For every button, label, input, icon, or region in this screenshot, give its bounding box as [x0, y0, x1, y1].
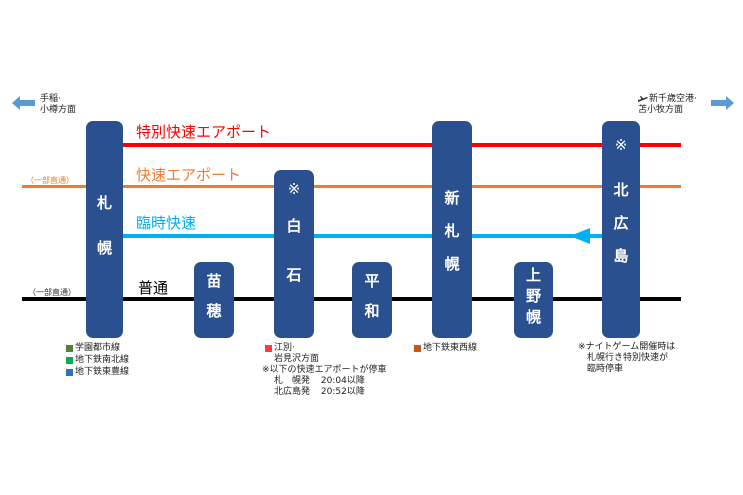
- departure-station: 北広島発: [274, 387, 311, 397]
- station-char: 札: [96, 194, 112, 212]
- shin-sapporo-notes: 地下鉄東西線: [414, 342, 477, 354]
- rapid-airport-line: [22, 185, 681, 188]
- legend-swatch: [66, 368, 73, 376]
- rapid-stop-row-2: 北広島発 20:52以降: [265, 387, 387, 398]
- station-char: 広: [613, 214, 629, 232]
- note-mark-icon: ※: [287, 180, 301, 198]
- station-char: 上: [525, 266, 541, 284]
- station-shiroishi[interactable]: ※ 白 石: [274, 170, 314, 338]
- legend-label: 地下鉄南北線: [75, 355, 130, 365]
- legend-swatch: [66, 356, 73, 364]
- station-char: 野: [525, 287, 541, 305]
- rapid-stop-row-1: 札 幌発 20:04以降: [265, 376, 387, 387]
- legend-toho-line: 地下鉄東豊線: [66, 366, 129, 378]
- legend-label: 地下鉄東西線: [423, 343, 478, 353]
- legend-swatch: [414, 344, 421, 352]
- station-heiwa[interactable]: 平 和: [352, 262, 392, 338]
- station-kami-nopporo[interactable]: 上 野 幌: [514, 262, 553, 338]
- night-game-note-line2: 札幌行き特別快速が: [587, 353, 669, 363]
- legend-tozai-line: 地下鉄東西線: [414, 342, 477, 354]
- extra-rapid-label: 臨時快速: [136, 214, 197, 232]
- station-char: 幌: [444, 255, 460, 273]
- right-direction-line2: 苫小牧方面: [638, 105, 684, 115]
- local-partial-through-label: （一部直通）: [28, 288, 76, 297]
- legend-label: 地下鉄東豊線: [75, 367, 130, 377]
- station-char: 石: [286, 266, 302, 284]
- station-kitahiroshima[interactable]: ※ 北 広 島: [602, 121, 640, 338]
- left-direction-label: 手稲· 小樽方面: [40, 94, 76, 116]
- left-direction-line1: 手稲·: [40, 94, 61, 104]
- station-char: 穂: [206, 302, 222, 320]
- station-shin-sapporo[interactable]: 新 札 幌: [432, 121, 472, 338]
- station-char: 札: [444, 222, 460, 240]
- departure-time: 20:04以降: [320, 376, 365, 386]
- station-naebo[interactable]: 苗 穂: [194, 262, 234, 338]
- rapid-stop-remark: ※以下の快速エアポートが停車: [262, 365, 387, 375]
- legend-gakuentoshi-line: 学園都市線: [66, 342, 129, 354]
- right-direction-arrow-icon: [711, 96, 734, 110]
- station-char: 新: [444, 189, 460, 207]
- legend-swatch: [66, 344, 73, 352]
- station-char: 平: [364, 272, 380, 290]
- night-game-note-line1: ※ナイトゲーム開催時は: [578, 342, 676, 352]
- night-game-note-line3: 臨時停車: [587, 364, 624, 374]
- left-direction-arrow-icon: [12, 96, 35, 110]
- station-char: 北: [613, 181, 629, 199]
- station-char: 白: [286, 217, 302, 235]
- sapporo-transfer-legend: 学園都市線 地下鉄南北線 地下鉄東豊線: [66, 342, 129, 378]
- station-char: 幌: [96, 239, 112, 257]
- extra-rapid-line: [123, 234, 603, 238]
- legend-swatch: [265, 344, 272, 352]
- local-label: 普通: [138, 279, 169, 297]
- special-rapid-airport-line: [123, 143, 681, 147]
- station-sapporo[interactable]: 札 幌: [86, 121, 123, 338]
- local-line: [22, 297, 681, 301]
- airplane-icon: [638, 96, 648, 102]
- note-mark-icon: ※: [614, 136, 628, 154]
- extra-rapid-direction-arrow-icon: [570, 228, 590, 244]
- station-char: 和: [364, 302, 380, 320]
- station-char: 島: [613, 247, 629, 265]
- departure-station: 札 幌発: [274, 376, 311, 386]
- departure-time: 20:52以降: [320, 387, 365, 397]
- legend-namboku-line: 地下鉄南北線: [66, 354, 129, 366]
- shiroishi-notes: 江別· 岩見沢方面 ※以下の快速エアポートが停車 札 幌発 20:04以降 北広…: [262, 342, 387, 398]
- left-direction-line2: 小樽方面: [40, 105, 77, 115]
- rapid-airport-label: 快速エアポート: [136, 166, 242, 184]
- legend-label: 学園都市線: [75, 343, 121, 353]
- special-rapid-airport-label: 特別快速エアポート: [136, 123, 272, 141]
- iwamizawa-direction: 岩見沢方面: [274, 354, 320, 364]
- legend-label: 江別·: [274, 343, 295, 353]
- kitahiroshima-notes: ※ナイトゲーム開催時は 札幌行き特別快速が 臨時停車: [578, 342, 675, 375]
- station-char: 苗: [206, 272, 222, 290]
- right-direction-line1: 新千歳空港·: [649, 94, 697, 104]
- rapid-partial-through-label: （一部直通）: [26, 176, 74, 185]
- station-char: 幌: [525, 308, 541, 326]
- right-direction-label: 新千歳空港· 苫小牧方面: [638, 94, 697, 116]
- legend-ebetsu: 江別·: [265, 342, 387, 354]
